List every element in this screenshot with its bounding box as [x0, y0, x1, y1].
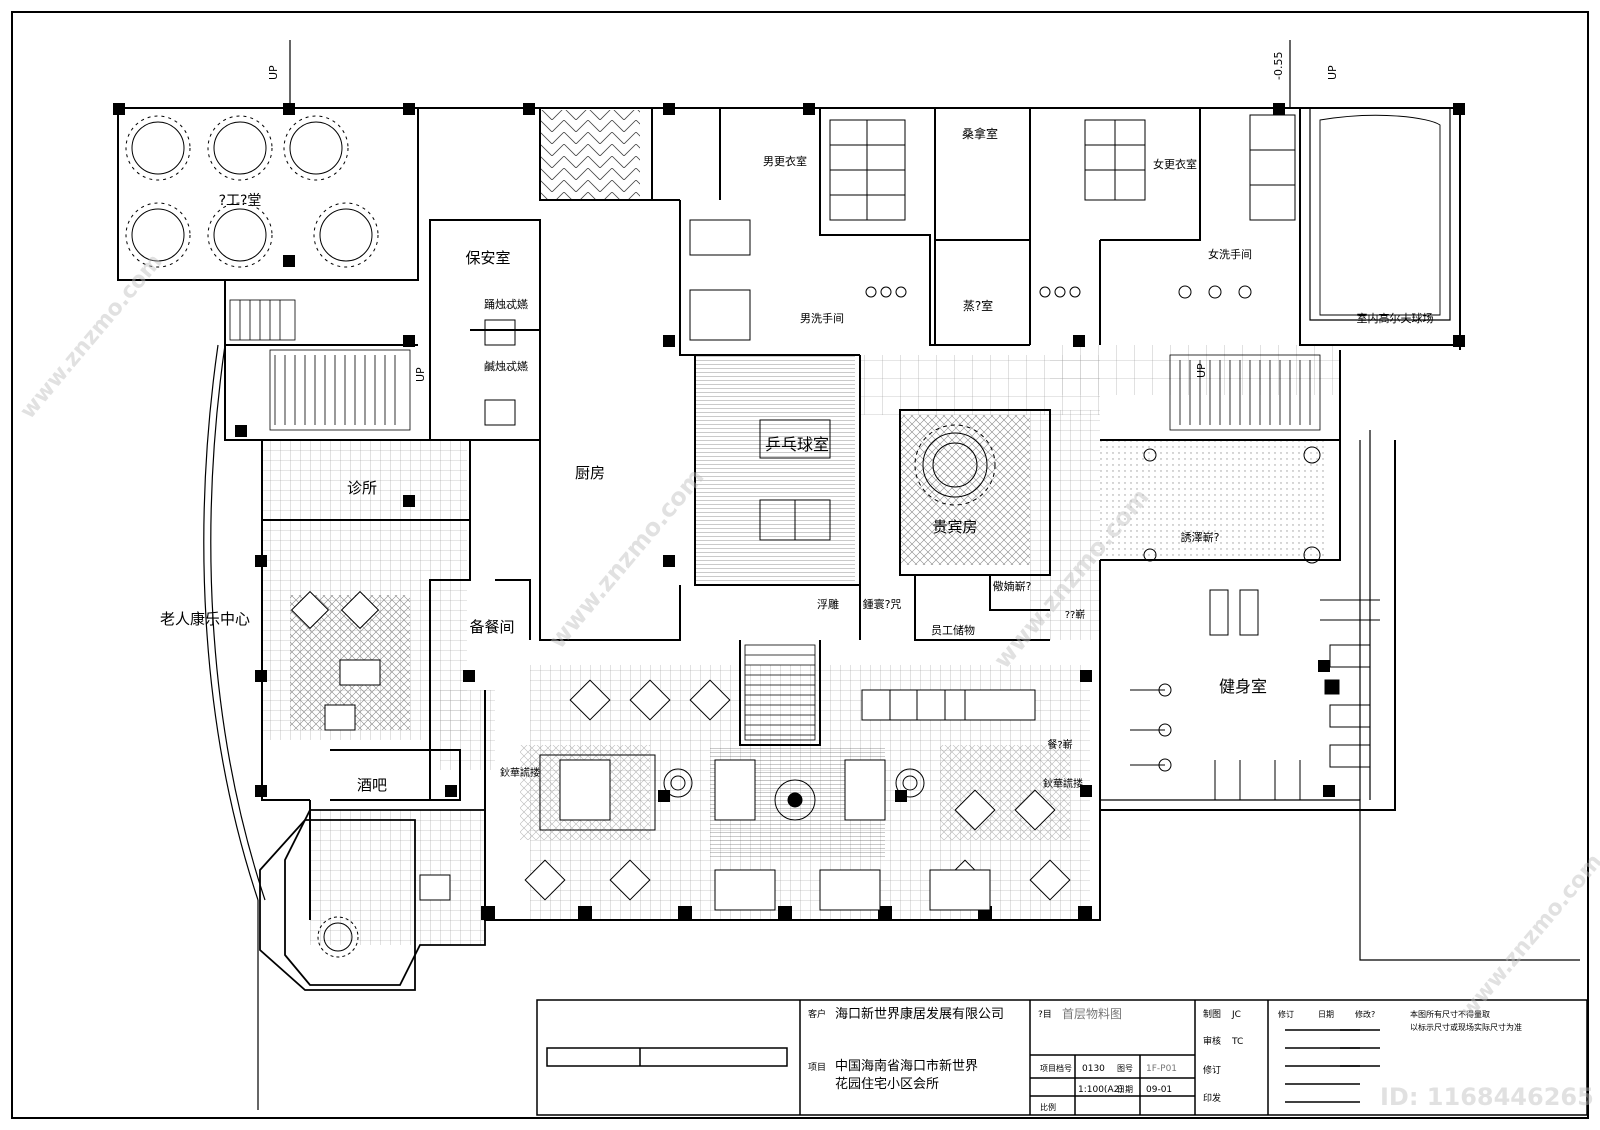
stair-mark-up-3: UP: [414, 367, 427, 382]
watermark-1: www.znzmo.com: [15, 249, 167, 423]
planters: [663, 446, 1321, 821]
tb-scale: 1:100(A2): [1078, 1085, 1123, 1095]
drawing-border: [11, 11, 1589, 1119]
tb-project-line1: 中国海南省海口市新世界: [835, 1058, 978, 1074]
tb-rev-col3: 修改?: [1355, 1009, 1375, 1019]
room-label-senior-center: 老人康乐中心: [160, 610, 250, 628]
tb-drawing-no-label: 图号: [1117, 1064, 1133, 1073]
tb-drawn: JC: [1231, 1010, 1241, 1020]
room-label-misc-2: 儆婻嶄?: [993, 579, 1032, 593]
banquet-tables: [125, 115, 996, 958]
room-label-pantry: 备餐间: [469, 618, 514, 636]
room-label-golf: 室内高尔夫球场: [1357, 311, 1434, 325]
room-label-misc-4: ??嶄: [1065, 609, 1086, 621]
watermark-2: www.znzmo.com: [543, 463, 709, 654]
structural-columns: [113, 103, 1465, 920]
room-label-vip: 贵宾房: [932, 518, 977, 536]
site-boundary: [203, 40, 1580, 1110]
annotation-marks: -0.55 UP UP UP UP: [267, 52, 1339, 382]
room-label-misc-7: 鈥華謊搂: [500, 766, 540, 779]
room-label-mens-changing: 男更衣室: [763, 154, 807, 168]
room-labels: ?工?堂 保安室 男更衣室 桑拿室 女更衣室 女洗手间 男洗手间 蒸?室 室内高…: [160, 126, 1434, 794]
tb-note2: 以标示尺寸或现场实际尺寸为准: [1410, 1022, 1522, 1032]
equipment: [759, 419, 1380, 800]
tb-project-label: 项目: [808, 1062, 826, 1073]
tb-project-no-label: 项目档号: [1040, 1063, 1072, 1073]
walls: [117, 107, 1461, 921]
tb-rev-col2: 日期: [1318, 1010, 1334, 1019]
stair-mark-up-2: UP: [1326, 65, 1339, 80]
room-label-gym: 健身室: [1219, 677, 1267, 696]
room-label-womens-restroom: 女洗手间: [1208, 247, 1252, 261]
tb-drawing-label: ?目: [1038, 1009, 1052, 1020]
watermark-4: www.znzmo.com: [1455, 849, 1600, 1023]
title-block-text: 客户 海口新世界康居发展有限公司 项目 中国海南省海口市新世界 花园住宅小区会所…: [808, 1006, 1522, 1112]
dining-tables: [290, 590, 1071, 911]
room-label-womens-changing: 女更衣室: [1153, 157, 1197, 171]
room-label-misc-8: 踊烛忒嬿: [484, 297, 528, 311]
room-label-relief: 浮雕: [817, 597, 839, 611]
tb-drawing-no: 1F-P01: [1146, 1064, 1177, 1074]
room-label-kitchen: 厨房: [575, 464, 605, 482]
floor-finishes: [262, 110, 1340, 945]
room-label-misc-1: 鍾寰?咒: [863, 597, 902, 611]
tb-rev-col1: 修订: [1278, 1009, 1294, 1019]
stair-mark-up-1: UP: [267, 65, 280, 80]
sanitary-fixtures: [484, 114, 1296, 426]
tb-date: 09-01: [1146, 1085, 1172, 1095]
tb-client-label: 客户: [808, 1008, 826, 1020]
tb-issue-label: 印发: [1203, 1092, 1221, 1104]
tb-checked-label: 审核: [1203, 1035, 1221, 1047]
tb-scale-label: 比例: [1040, 1102, 1056, 1112]
room-label-misc-5: 餐?嶄: [1047, 738, 1072, 751]
room-label-steam: 蒸?室: [963, 298, 993, 313]
room-label-ping-pong: 乒乓球室: [765, 435, 829, 454]
tb-project-no: 0130: [1082, 1064, 1105, 1074]
level-mark: -0.55: [1272, 52, 1285, 80]
stairs: [229, 299, 1321, 741]
tb-revise-label: 修订: [1203, 1064, 1221, 1076]
room-label-misc-3: 誘澤嶄?: [1181, 531, 1220, 544]
room-label-bar: 酒吧: [357, 776, 387, 794]
tb-project-line2: 花园住宅小区会所: [835, 1076, 939, 1092]
room-label-banquet: ?工?堂: [219, 193, 262, 209]
tb-drawn-label: 制图: [1203, 1008, 1221, 1020]
room-label-mens-restroom: 男洗手间: [800, 311, 844, 325]
tb-checked: TC: [1231, 1037, 1243, 1047]
title-block: [536, 999, 1588, 1116]
room-label-clinic: 诊所: [347, 479, 377, 497]
room-label-misc-6: 鈥華謊搂: [1043, 777, 1083, 790]
tb-drawing-title: 首层物料图: [1062, 1007, 1122, 1021]
tb-client: 海口新世界康居发展有限公司: [835, 1006, 1004, 1022]
tb-date-label: 日期: [1117, 1085, 1133, 1094]
watermark-id: ID: 1168446265: [1380, 1083, 1594, 1111]
room-label-staff-storage: 员工储物: [931, 623, 975, 637]
room-label-sauna: 桑拿室: [962, 126, 998, 141]
tb-note1: 本图所有尺寸不得量取: [1410, 1009, 1490, 1019]
bay-window: [259, 107, 1451, 991]
stair-mark-up-4: UP: [1195, 363, 1208, 378]
room-label-security: 保安室: [465, 249, 510, 267]
room-label-misc-9: 鹹烛忒嬿: [484, 359, 528, 373]
